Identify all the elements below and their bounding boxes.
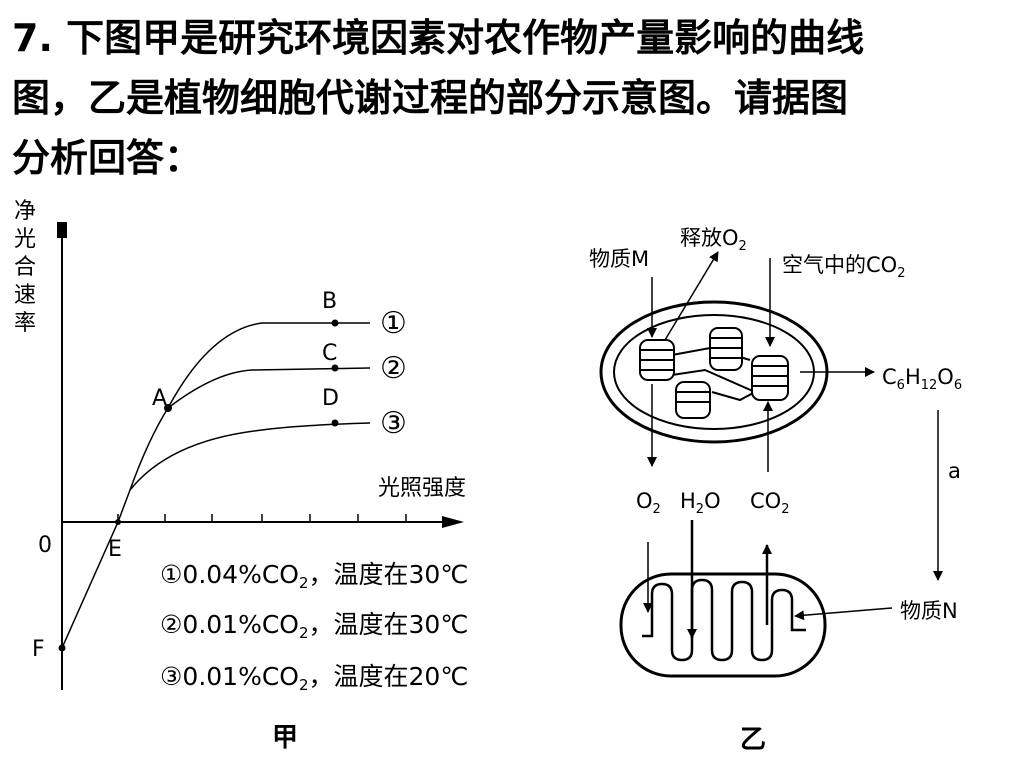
marker-1: ① <box>380 306 407 341</box>
granum-top <box>709 327 743 371</box>
origin-label: 0 <box>38 533 52 558</box>
label-a-process: a <box>948 459 961 483</box>
question-line-1: 7. 下图甲是研究环境因素对农作物产量影响的曲线 <box>12 16 865 60</box>
x-ticks <box>117 514 407 522</box>
label-co2: CO2 <box>750 489 789 517</box>
legend: ①0.04%CO2，温度在30℃ ②0.01%CO2，温度在30℃ ③0.01%… <box>160 560 468 694</box>
y-label-char: 合 <box>14 255 36 280</box>
chloroplast-outer <box>599 300 829 444</box>
point-d <box>331 419 339 427</box>
yi-labels: 物质M 释放O2 空气中的CO2 C6H12O6 a O2 H2O CO2 物质… <box>589 226 962 623</box>
point-f <box>58 644 66 652</box>
point-a <box>164 404 172 412</box>
curve-3 <box>129 422 371 491</box>
label-e: E <box>108 537 122 562</box>
legend-row-3: ③0.01%CO2，温度在20℃ <box>160 662 468 694</box>
point-e <box>115 519 121 525</box>
figure-jia: 净 光 合 速 率 光照强度 0 <box>14 199 468 753</box>
curve-points <box>58 319 339 652</box>
granum-left <box>639 339 675 381</box>
question-line-3: 分析回答： <box>12 136 203 180</box>
arrow-n <box>794 607 893 621</box>
granum-bottom <box>675 381 711 419</box>
curves <box>61 322 371 649</box>
caption-yi: 乙 <box>740 725 766 755</box>
arrow-release-o2 <box>664 251 719 341</box>
label-substance-m: 物质M <box>589 247 649 271</box>
arrows <box>643 251 943 639</box>
label-b: B <box>322 289 337 314</box>
x-axis-arrow <box>442 516 464 528</box>
point-b <box>331 319 339 327</box>
y-axis-arrow <box>57 222 67 238</box>
legend-row-2: ②0.01%CO2，温度在30℃ <box>160 610 468 642</box>
curve-1 <box>61 322 370 649</box>
label-o2: O2 <box>636 489 661 517</box>
x-axis-label: 光照强度 <box>378 476 466 501</box>
label-air-co2: 空气中的CO2 <box>782 253 905 281</box>
granum-right <box>751 355 789 401</box>
label-d: D <box>322 386 339 411</box>
label-h2o: H2O <box>680 489 721 517</box>
question-line-2: 图，乙是植物细胞代谢过程的部分示意图。请据图 <box>12 76 849 120</box>
label-substance-n: 物质N <box>900 599 958 623</box>
grana <box>639 327 789 419</box>
mitochondrion-cristae <box>642 578 806 662</box>
marker-3: ③ <box>380 406 407 441</box>
label-release-o2: 释放O2 <box>680 226 747 254</box>
legend-row-1: ①0.04%CO2，温度在30℃ <box>160 560 468 592</box>
y-label-char: 净 <box>14 199 36 224</box>
figure-yi: 物质M 释放O2 空气中的CO2 C6H12O6 a O2 H2O CO2 物质… <box>589 226 962 755</box>
point-c <box>331 364 339 372</box>
label-glucose: C6H12O6 <box>882 365 962 393</box>
curve-2 <box>167 367 371 409</box>
y-label-char: 率 <box>14 311 36 336</box>
curve-markers: ① ② ③ <box>380 306 407 441</box>
label-c: C <box>322 341 337 366</box>
label-f: F <box>32 637 45 662</box>
mitochondrion-outer <box>619 572 827 678</box>
question-text: 7. 下图甲是研究环境因素对农作物产量影响的曲线 图，乙是植物细胞代谢过程的部分… <box>12 8 1017 188</box>
label-a: A <box>152 386 167 411</box>
point-labels: A B C D E F <box>32 289 339 662</box>
marker-2: ② <box>380 351 407 386</box>
y-axis-label: 净 光 合 速 率 <box>14 199 36 336</box>
caption-jia: 甲 <box>272 723 298 753</box>
y-label-char: 光 <box>14 227 36 252</box>
y-label-char: 速 <box>14 283 36 308</box>
